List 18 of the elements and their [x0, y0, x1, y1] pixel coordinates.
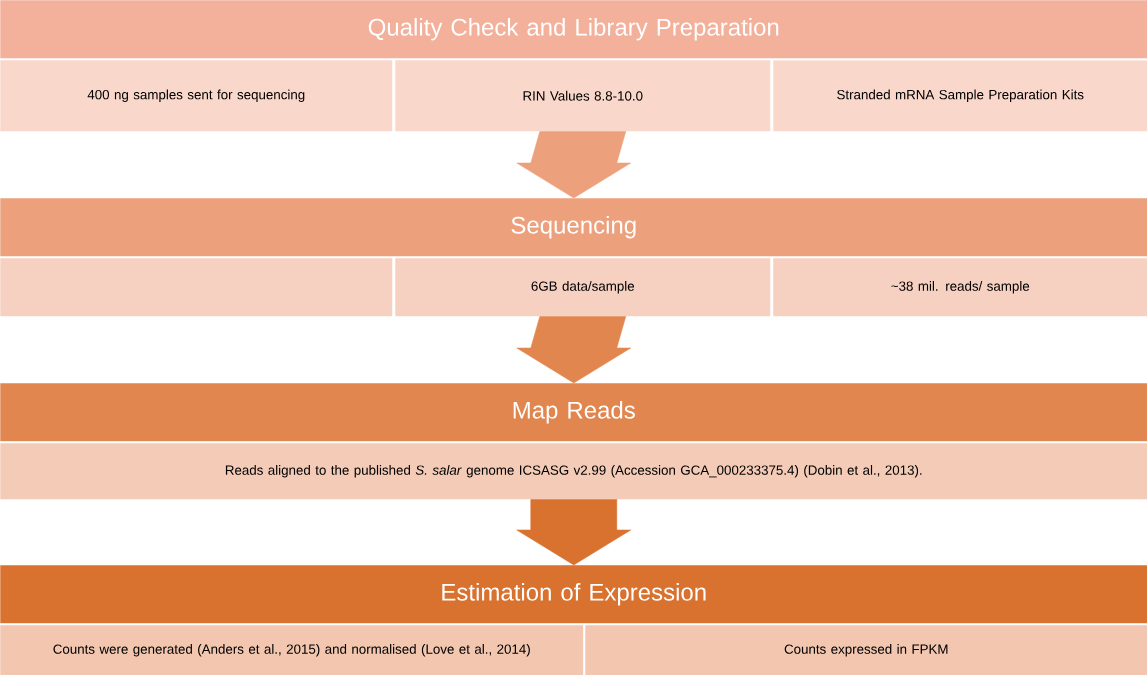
block-arrow — [516, 499, 632, 566]
block-arrow — [516, 131, 632, 199]
detail-cell: Stranded mRNA Sample Preparation Kits — [773, 60, 1147, 132]
detail-cell: Counts expressed in FPKM — [585, 625, 1147, 675]
detail-cell: 6GB data/sample — [395, 258, 771, 317]
detail-cell: Counts were generated (Anders et al., 2015) and normalised (Love et al., 2014) — [0, 625, 584, 675]
node-label: Counts were generated (Anders et al., 2015) and normalised (Love et al., 2014) — [53, 644, 530, 657]
detail-cell: Reads aligned to the published S. salar genome ICSASG v2.99 (Accession GCA_000233375.4) (Dobin et al., 2013). — [0, 443, 1147, 500]
stage-header: Quality Check and Library Preparation — [0, 0, 1147, 59]
stage-header: Sequencing — [0, 198, 1147, 257]
node-label: Counts expressed in FPKM — [784, 644, 948, 657]
stage-header: Estimation of Expression — [0, 565, 1147, 624]
detail-cell: 400 ng samples sent for sequencing — [0, 60, 393, 132]
block-arrow — [516, 316, 632, 384]
detail-cell: ~38 mil. reads/ sample — [773, 258, 1147, 317]
stage-header: Map Reads — [0, 383, 1147, 442]
detail-cell: RIN Values 8.8-10.0 — [395, 60, 771, 132]
empty-cell — [0, 258, 393, 317]
